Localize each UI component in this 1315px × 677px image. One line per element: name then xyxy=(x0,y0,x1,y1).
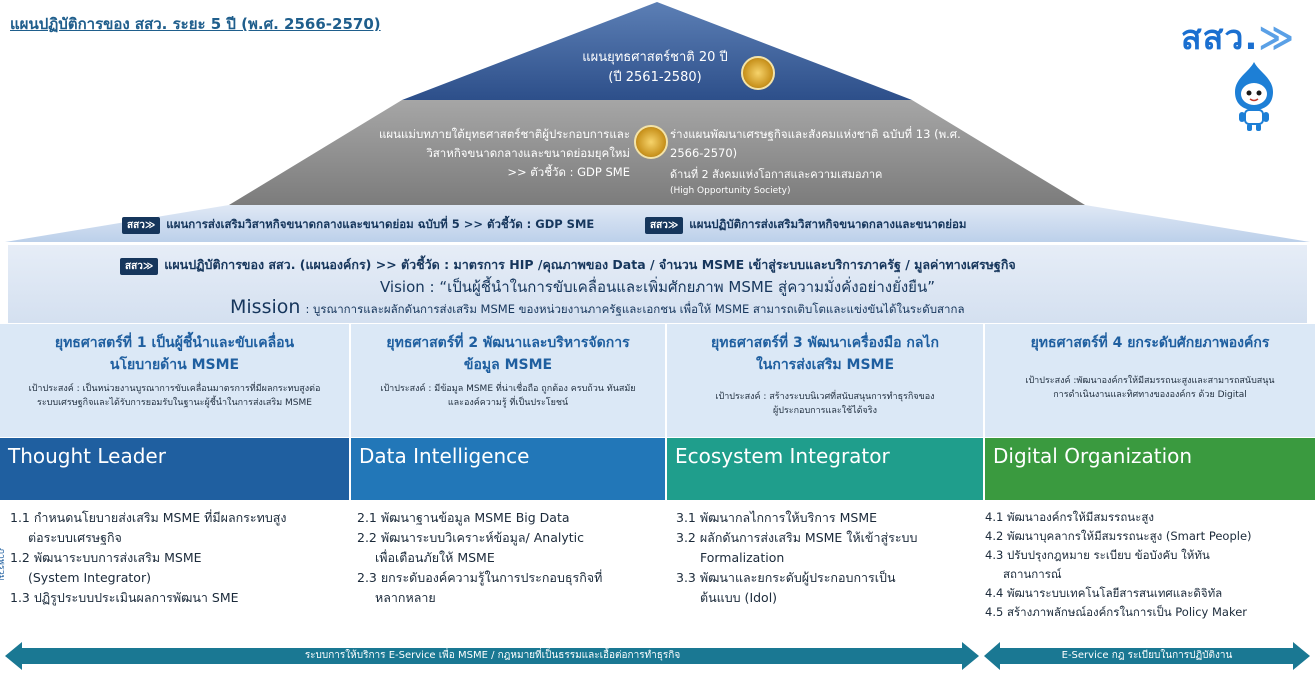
list-item: (System Integrator) xyxy=(28,570,151,585)
vision-text: Vision : “เป็นผู้ชี้นำในการขับเคลื่อนและ… xyxy=(380,278,935,296)
strategy-title-line1: ยุทธศาสตร์ที่ 1 เป็นผู้ชี้นำและขับเคลื่อ… xyxy=(54,335,295,351)
master-plan-line2: วิสาหกิจขนาดกลางและขนาดย่อมยุคใหม่ xyxy=(426,146,630,160)
left-arrow-label: ระบบการให้บริการ E-Service เพื่อ MSME / … xyxy=(304,650,681,661)
strategy-title-line1: ยุทธศาสตร์ที่ 4 ยกระดับศักยภาพองค์กร xyxy=(1030,335,1270,351)
strategy-goal-line2: และองค์ความรู้ ที่เป็นประโยชน์ xyxy=(447,398,569,408)
strategy-goal: เป้าประสงค์ :พัฒนาองค์กรให้มีสมรรถนะสูงแ… xyxy=(985,368,1315,402)
sorsor-logo: สสว.≫ xyxy=(1181,10,1295,64)
mission-block: สสว≫ แผนปฏิบัติการของ สสว. (แผนองค์กร) >>… xyxy=(8,245,1307,323)
nesdp-line1: ร่างแผนพัฒนาเศรษฐกิจและสังคมแห่งชาติ ฉบั… xyxy=(670,127,961,141)
master-plan-text: แผนแม่บทภายใต้ยุทธศาสตร์ชาติผู้ประกอบการ… xyxy=(340,125,630,182)
national-strategy-line1: แผนยุทธศาสตร์ชาติ 20 ปี xyxy=(582,50,728,65)
strategy-4: ยุทธศาสตร์ที่ 4 ยกระดับศักยภาพองค์กร เป้… xyxy=(985,324,1315,437)
strategy-goal: เป้าประสงค์ : มีข้อมูล MSME ที่น่าเชื่อถ… xyxy=(351,376,665,410)
logo-chevrons: ≫ xyxy=(1258,18,1295,58)
nesdp-dim-line2: (High Opportunity Society) xyxy=(670,186,791,196)
pillar-digital-organization: Digital Organization xyxy=(985,438,1315,500)
strategy-title: ยุทธศาสตร์ที่ 2 พัฒนาและบริหารจัดการ ข้อ… xyxy=(351,324,665,376)
strategy-title-line2: นโยบายด้าน MSME xyxy=(109,357,240,373)
strategy-3-items: 3.1 พัฒนากลไกการให้บริการ MSME 3.2 ผลักด… xyxy=(676,508,981,608)
strategy-3: ยุทธศาสตร์ที่ 3 พัฒนาเครื่องมือ กลไก ในก… xyxy=(667,324,985,437)
list-item: 2.3 ยกระดับองค์ความรู้ในการประกอบธุรกิจท… xyxy=(357,570,603,585)
list-item: สถานการณ์ xyxy=(1003,567,1062,581)
pillar-data-intelligence: Data Intelligence xyxy=(351,438,667,500)
strategy-title-line2: ในการส่งเสริม MSME xyxy=(755,357,895,373)
nesdp-dimension: ด้านที่ 2 สังคมแห่งโอกาสและความเสมอภาค (… xyxy=(670,167,950,199)
nesdp-seal-icon xyxy=(634,125,668,159)
strategy-title-line2: ข้อมูล MSME xyxy=(463,357,553,373)
sme-plan-row: สสว≫ แผนการส่งเสริมวิสาหกิจขนาดกลางและขนา… xyxy=(122,216,594,234)
list-item: 1.2 พัฒนาระบบการส่งเสริม MSME xyxy=(10,550,202,565)
strategy-1: ยุทธศาสตร์ที่ 1 เป็นผู้ชี้นำและขับเคลื่อ… xyxy=(0,324,351,437)
action-plan-row: สสว≫ แผนปฏิบัติการส่งเสริมวิสาหกิจขนาดกลา… xyxy=(645,216,967,234)
strategy-title: ยุทธศาสตร์ที่ 3 พัฒนาเครื่องมือ กลไก ในก… xyxy=(667,324,983,376)
strategy-title: ยุทธศาสตร์ที่ 4 ยกระดับศักยภาพองค์กร xyxy=(985,324,1315,368)
mascot-icon xyxy=(1235,62,1273,131)
roof-national-strategy xyxy=(402,2,912,100)
org-plan-text: แผนปฏิบัติการของ สสว. (แผนองค์กร) >> ตัว… xyxy=(164,257,1016,272)
list-item: 3.2 ผลักดันการส่งเสริม MSME ให้เข้าสู่ระ… xyxy=(676,530,918,545)
right-double-arrow xyxy=(984,642,1310,670)
strategy-goal-line1: เป้าประสงค์ : เป็นหน่วยงานบูรณาการขับเคล… xyxy=(28,384,321,394)
strategy-goal-line1: เป้าประสงค์ :พัฒนาองค์กรให้มีสมรรถนะสูงแ… xyxy=(1025,376,1275,386)
national-strategy-line2: (ปี 2561-2580) xyxy=(608,70,702,85)
strategy-2: ยุทธศาสตร์ที่ 2 พัฒนาและบริหารจัดการ ข้อ… xyxy=(351,324,667,437)
right-arrow-label: E-Service กฎ ระเบียบในการปฏิบัติงาน xyxy=(1061,650,1233,661)
sorsor-badge: สสว≫ xyxy=(122,217,161,234)
list-item: หลากหลาย xyxy=(375,590,436,605)
list-item: 4.3 ปรับปรุงกฎหมาย ระเบียบ ข้อบังคับ ให้… xyxy=(985,548,1210,562)
strategy-goal-line2: ระบบเศรษฐกิจและได้รับการยอมรับในฐานะผู้ช… xyxy=(37,398,312,408)
strategy-goal-line1: เป้าประสงค์ : มีข้อมูล MSME ที่น่าเชื่อถ… xyxy=(380,384,636,394)
list-item: ต้นแบบ (Idol) xyxy=(700,590,778,605)
list-item: 3.3 พัฒนาและยกระดับผู้ประกอบการเป็น xyxy=(676,570,896,585)
national-seal-icon xyxy=(741,56,775,90)
sorsor-badge: สสว≫ xyxy=(120,258,159,275)
strategy-4-items: 4.1 พัฒนาองค์กรให้มีสมรรถนะสูง 4.2 พัฒนา… xyxy=(985,508,1313,622)
nesdp-line2: 2566-2570) xyxy=(670,146,738,160)
strategy-1-items: 1.1 กำหนดนโยบายส่งเสริม MSME ที่มีผลกระท… xyxy=(10,508,350,608)
list-item: 4.5 สร้างภาพลักษณ์องค์กรในการเป็น Policy… xyxy=(985,605,1248,619)
pillar-thought-leader: Thought Leader xyxy=(0,438,351,500)
action-plan-text: แผนปฏิบัติการส่งเสริมวิสาหกิจขนาดกลางและ… xyxy=(689,217,967,231)
org-plan-row: สสว≫ แผนปฏิบัติการของ สสว. (แผนองค์กร) >>… xyxy=(120,255,1016,275)
list-item: 2.1 พัฒนาฐานข้อมูล MSME Big Data xyxy=(357,510,570,525)
strategy-goal: เป้าประสงค์ : เป็นหน่วยงานบูรณาการขับเคล… xyxy=(0,376,349,410)
list-item: ต่อระบบเศรษฐกิจ xyxy=(28,530,122,545)
sorsor-badge: สสว≫ xyxy=(645,217,684,234)
roof-graphic xyxy=(5,2,1310,242)
strategy-goal-line2: การดำเนินงานและทิศทางขององค์กร ด้วย Digi… xyxy=(1053,390,1247,400)
page-title[interactable]: แผนปฏิบัติการของ สสว. ระยะ 5 ปี (พ.ศ. 25… xyxy=(10,15,381,33)
list-item: 4.1 พัฒนาองค์กรให้มีสมรรถนะสูง xyxy=(985,510,1154,524)
master-plan-line1: แผนแม่บทภายใต้ยุทธศาสตร์ชาติผู้ประกอบการ… xyxy=(378,127,630,141)
mission-row: Mission : บูรณาการและผลักดันการส่งเสริม … xyxy=(230,296,965,319)
left-double-arrow xyxy=(5,642,979,670)
list-item: Formalization xyxy=(700,550,785,565)
strategy-title-line1: ยุทธศาสตร์ที่ 3 พัฒนาเครื่องมือ กลไก xyxy=(711,335,939,351)
list-item: เพื่อเตือนภัยให้ MSME xyxy=(375,550,495,565)
national-strategy-text: แผนยุทธศาสตร์ชาติ 20 ปี (ปี 2561-2580) xyxy=(540,48,770,88)
list-item: 4.2 พัฒนาบุคลากรให้มีสมรรถนะสูง (Smart P… xyxy=(985,529,1252,543)
strategy-goal-line2: ผู้ประกอบการและใช้ได้จริง xyxy=(772,406,878,416)
list-item: 3.1 พัฒนากลไกการให้บริการ MSME xyxy=(676,510,878,525)
strategy-2-items: 2.1 พัฒนาฐานข้อมูล MSME Big Data 2.2 พัฒ… xyxy=(357,508,662,608)
sme-plan-text: แผนการส่งเสริมวิสาหกิจขนาดกลางและขนาดย่อ… xyxy=(166,217,595,231)
logo-text: สสว. xyxy=(1180,18,1259,58)
strategy-goal: เป้าประสงค์ : สร้างระบบนิเวศที่สนับสนุนก… xyxy=(667,376,983,418)
list-item: 1.1 กำหนดนโยบายส่งเสริม MSME ที่มีผลกระท… xyxy=(10,510,287,525)
mission-text: : บูรณาการและผลักดันการส่งเสริม MSME ของ… xyxy=(305,302,965,316)
strategy-title-line1: ยุทธศาสตร์ที่ 2 พัฒนาและบริหารจัดการ xyxy=(386,335,630,351)
pillar-ecosystem-integrator: Ecosystem Integrator xyxy=(667,438,985,500)
strategy-goal-line1: เป้าประสงค์ : สร้างระบบนิเวศที่สนับสนุนก… xyxy=(715,392,935,402)
strategy-title: ยุทธศาสตร์ที่ 1 เป็นผู้ชี้นำและขับเคลื่อ… xyxy=(0,324,349,376)
list-item: 2.2 พัฒนาระบบวิเคราะห์ข้อมูล/ Analytic xyxy=(357,530,584,545)
list-item: 1.3 ปฏิรูประบบประเมินผลการพัฒนา SME xyxy=(10,590,239,605)
nesdp-text: ร่างแผนพัฒนาเศรษฐกิจและสังคมแห่งชาติ ฉบั… xyxy=(670,125,1000,163)
footer-arrows xyxy=(5,642,1310,670)
side-label: ภาพรวม xyxy=(0,548,6,581)
list-item: 4.4 พัฒนาระบบเทคโนโลยีสารสนเทศและดิจิทัล xyxy=(985,586,1223,600)
nesdp-dim-line1: ด้านที่ 2 สังคมแห่งโอกาสและความเสมอภาค xyxy=(670,168,883,181)
mission-label: Mission xyxy=(230,296,301,318)
master-plan-kpi: >> ตัวชี้วัด : GDP SME xyxy=(507,165,630,179)
